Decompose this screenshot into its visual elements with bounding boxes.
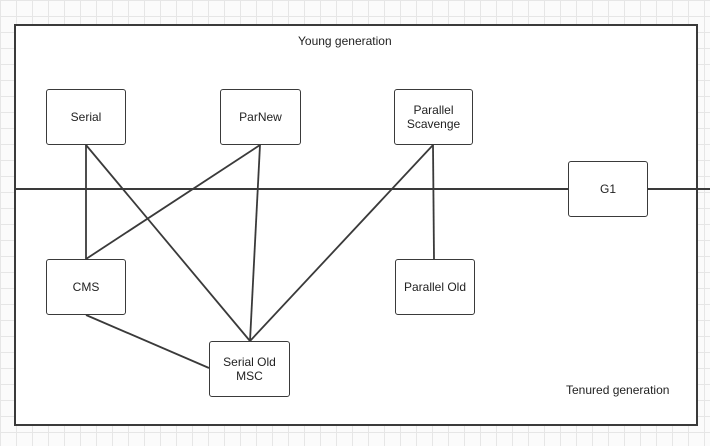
- parnew-collector-label: ParNew: [239, 110, 282, 124]
- serial-collector-node: Serial: [46, 89, 126, 145]
- cms-collector-node: CMS: [46, 259, 126, 315]
- parnew-collector-node: ParNew: [220, 89, 301, 145]
- young-generation-label: Young generation: [298, 34, 392, 48]
- cms-collector-label: CMS: [72, 280, 100, 294]
- serial-old-msc-collector-node: Serial Old MSC: [209, 341, 290, 397]
- heap-region-frame: [14, 24, 698, 426]
- g1-collector-label: G1: [599, 182, 616, 196]
- serial-collector-label: Serial: [70, 110, 102, 124]
- g1-collector-node: G1: [568, 161, 648, 217]
- parallel-scavenge-collector-label: Parallel Scavenge: [406, 103, 461, 131]
- serial-old-msc-collector-label: Serial Old MSC: [223, 355, 276, 383]
- tenured-generation-label: Tenured generation: [566, 383, 670, 397]
- parallel-scavenge-collector-node: Parallel Scavenge: [394, 89, 473, 145]
- parallel-old-collector-node: Parallel Old: [395, 259, 475, 315]
- parallel-old-collector-label: Parallel Old: [403, 280, 467, 294]
